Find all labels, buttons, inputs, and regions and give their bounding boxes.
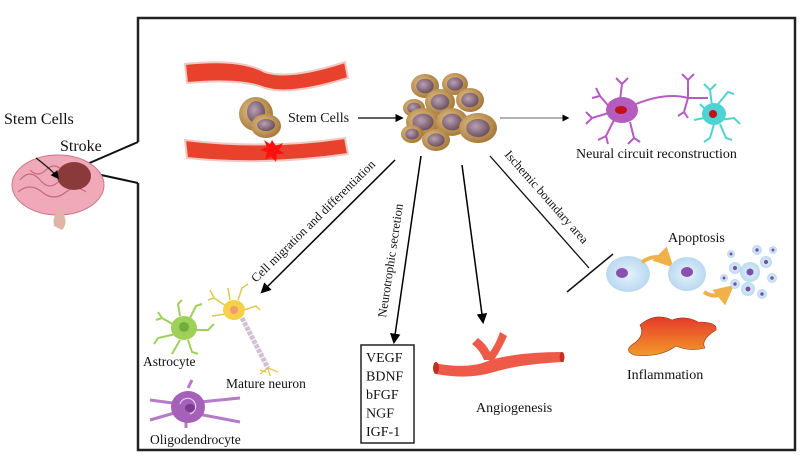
neuron-pair-icon — [585, 73, 741, 145]
neurotrophic-label: Neurotrophic secretion — [375, 202, 406, 318]
apoptosis-sequence-icon — [606, 245, 777, 306]
apoptosis-label: Apoptosis — [668, 231, 725, 246]
stem-cells-left-label: Stem Cells — [4, 111, 74, 128]
astrocyte-icon — [153, 299, 215, 355]
apoptotic-body-core — [763, 259, 769, 265]
factor-item: bFGF — [366, 388, 399, 403]
astrocyte-label: Astrocyte — [143, 354, 195, 369]
neurotrophic-factor-box — [360, 344, 415, 444]
apoptotic-body-core — [732, 265, 738, 271]
factor-item: NGF — [366, 407, 394, 422]
apoptotic-body-core — [771, 248, 775, 252]
stem-cells-pointer — [35, 157, 60, 180]
factor-item: VEGF — [366, 351, 403, 366]
cell-migration-arrow — [260, 159, 396, 294]
ischemic-label: Ischemic boundary area — [502, 148, 592, 247]
mature-neuron-icon — [207, 283, 279, 377]
neurotrophic-arrow — [390, 155, 422, 345]
neurotrophic-factor-list: VEGF BDNF bFGF NGF IGF-1 — [366, 351, 404, 440]
stroke-area — [57, 162, 91, 190]
apoptotic-body-core — [760, 292, 764, 296]
stem-cell-nucleus — [442, 113, 462, 131]
stem-cell-nucleus — [430, 94, 450, 110]
factor-item: BDNF — [366, 370, 404, 385]
angiogenesis-arrow — [461, 164, 488, 325]
apoptotic-body-core — [746, 268, 754, 276]
injury-star-icon — [260, 140, 285, 162]
stem-cell-nucleus — [466, 119, 490, 137]
oligodendrocyte-icon — [149, 379, 241, 428]
cell-migration-label: Cell migration and differentiation — [248, 157, 378, 285]
apoptotic-body-core — [729, 252, 733, 256]
apoptotic-body-core — [770, 276, 774, 280]
inflammation-icon — [628, 316, 717, 356]
stem-cell-nucleus — [405, 128, 419, 140]
mature-neuron-label: Mature neuron — [226, 376, 306, 391]
stem-cell-nucleus — [416, 78, 434, 94]
stem-cells-center-label: Stem Cells — [288, 111, 349, 126]
stem-cell-cluster-icon — [401, 73, 497, 151]
stem-cell-pair-icon — [239, 97, 281, 138]
oligodendrocyte-label: Oligodendrocyte — [150, 432, 241, 447]
factor-item: IGF-1 — [366, 425, 400, 440]
damaged-vessel-icon — [183, 136, 350, 163]
stem-cell-nucleus — [427, 133, 445, 147]
stem-cell-nucleus — [446, 77, 464, 91]
inflammation-label: Inflammation — [627, 368, 703, 383]
apoptotic-body-core — [755, 248, 759, 252]
neural-circuit-label: Neural circuit reconstruction — [576, 147, 737, 162]
stem-cell-nucleus — [412, 113, 434, 131]
brain-icon — [11, 154, 105, 230]
apoptotic-body-core — [745, 286, 751, 292]
apoptotic-body-core — [733, 282, 737, 286]
narrowed-vessel-icon — [183, 60, 350, 92]
angiogenesis-label: Angiogenesis — [476, 401, 552, 416]
angiogenesis-vessel-icon — [433, 332, 565, 377]
stroke-label: Stroke — [60, 138, 102, 155]
stem-cell-nucleus — [461, 92, 479, 108]
apoptotic-body-core — [722, 276, 726, 280]
ischemic-inhibition-line — [489, 155, 614, 293]
